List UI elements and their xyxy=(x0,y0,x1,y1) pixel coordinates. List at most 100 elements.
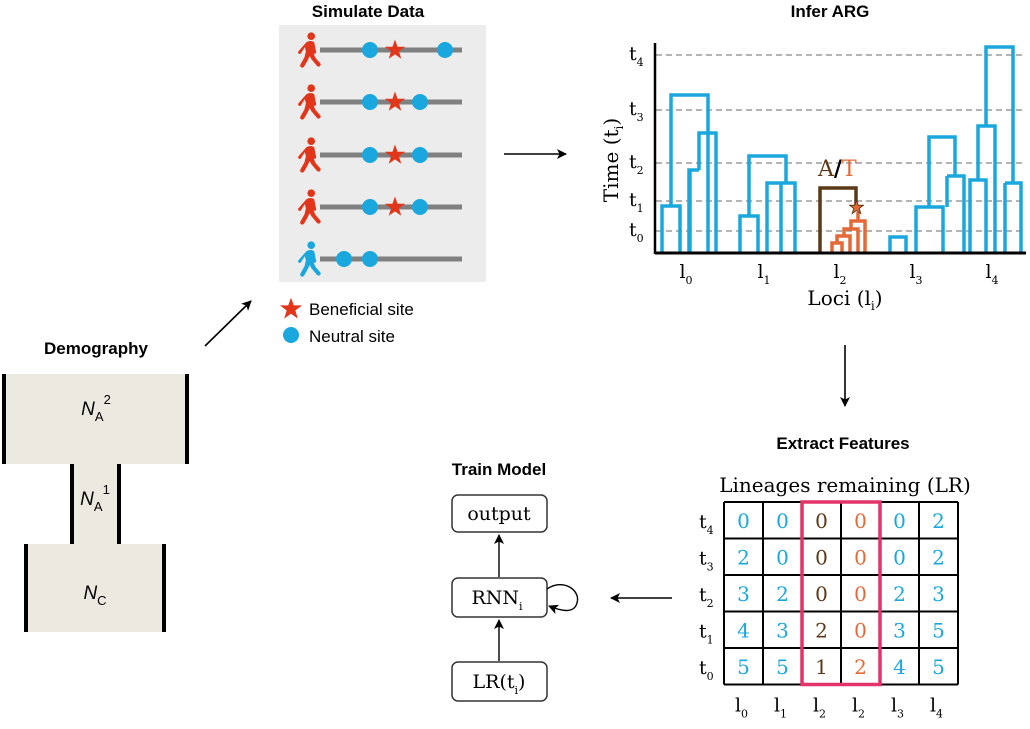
gene-tree-l3 xyxy=(888,135,966,252)
table-cell: 0 xyxy=(815,509,828,533)
table-cell: 3 xyxy=(893,619,906,643)
na2-label: NA2 xyxy=(81,392,111,424)
time-tick-t1: t1 xyxy=(629,189,644,215)
row-label-t4: t4 xyxy=(699,511,714,537)
neutral-site-icon xyxy=(362,147,378,163)
train-title: Train Model xyxy=(452,460,546,479)
neutral-site-icon xyxy=(362,199,378,215)
locus-tick-l2: l2 xyxy=(833,261,846,287)
locus-tick-l3: l3 xyxy=(909,261,922,287)
output-label: output xyxy=(467,503,531,525)
neutral-site-icon xyxy=(412,94,428,110)
extract-title: Extract Features xyxy=(776,434,909,453)
table-cell: 0 xyxy=(854,509,867,533)
table-cell: 0 xyxy=(893,509,906,533)
locus-tick-l0: l0 xyxy=(679,261,692,287)
neutral-site-icon xyxy=(437,42,453,58)
x-axis-label: Loci (li) xyxy=(807,286,882,313)
gene-tree-l0 xyxy=(660,93,718,252)
demography-title: Demography xyxy=(44,339,148,358)
table-cell: 0 xyxy=(854,582,867,606)
infer-panel: Infer ARG A/T t xyxy=(599,2,1026,313)
rnn-node: RNNi xyxy=(451,577,579,618)
neutral-site-icon xyxy=(412,147,428,163)
simulate-panel: Simulate Data Beneficial site Neutral si… xyxy=(279,2,486,346)
train-panel: Train Model output RNNi LR(ti) xyxy=(451,460,579,702)
legend-neutral: Neutral site xyxy=(283,327,395,346)
neutral-site-icon xyxy=(412,199,428,215)
demography-panel: Demography NA2 NA1 NC xyxy=(2,339,189,632)
nc-label: NC xyxy=(83,583,106,608)
table-cell: 2 xyxy=(854,655,867,679)
table-cell: 4 xyxy=(893,655,906,679)
extract-panel: Extract Features Lineages remaining (LR)… xyxy=(699,434,971,721)
column-label-l3: l3 xyxy=(891,695,904,721)
gene-tree-l1 xyxy=(738,154,797,252)
legend-beneficial: Beneficial site xyxy=(279,297,414,319)
neutral-site-icon xyxy=(362,251,378,267)
output-node: output xyxy=(451,494,548,533)
table-cell: 1 xyxy=(815,655,828,679)
column-label-l1: l1 xyxy=(774,695,787,721)
legend-beneficial-label: Beneficial site xyxy=(309,300,414,319)
haplotype-row xyxy=(298,84,462,120)
table-cell: 2 xyxy=(932,509,945,533)
haplotype-row xyxy=(298,241,462,277)
neutral-site-icon xyxy=(362,94,378,110)
lr-input-label: LR(ti) xyxy=(473,671,526,697)
arrow-demography-to-simulate xyxy=(204,300,252,347)
table-cell: 0 xyxy=(776,546,789,570)
time-tick-t0: t0 xyxy=(629,219,644,245)
table-cell: 3 xyxy=(932,582,945,606)
table-cell: 5 xyxy=(737,655,750,679)
loci-tick-labels: l0 l1 l2 l3 l4 xyxy=(679,261,998,287)
neutral-site-icon xyxy=(336,251,352,267)
gene-tree-l2-inner xyxy=(830,212,867,252)
table-cell: 2 xyxy=(776,582,789,606)
table-cell: 5 xyxy=(932,619,945,643)
time-tick-labels: t4 t3 t2 t1 t0 xyxy=(629,43,644,245)
table-cell: 2 xyxy=(932,546,945,570)
table-cell: 4 xyxy=(737,619,750,643)
table-cell: 3 xyxy=(776,619,789,643)
rnn-label: RNNi xyxy=(471,587,523,613)
haplotype-row xyxy=(298,189,462,225)
row-label-t2: t2 xyxy=(699,584,714,610)
table-cell: 0 xyxy=(776,509,789,533)
lr-input-node: LR(ti) xyxy=(451,661,548,702)
table-cell: 3 xyxy=(737,582,750,606)
table-cell: 0 xyxy=(737,509,750,533)
time-tick-t4: t4 xyxy=(629,43,644,69)
column-label-l4: l4 xyxy=(930,695,943,721)
ancestral-population-2: NA2 xyxy=(2,374,189,464)
row-label-t3: t3 xyxy=(699,548,714,574)
locus-tick-l4: l4 xyxy=(985,261,998,287)
time-tick-t3: t3 xyxy=(629,98,644,124)
neutral-site-icon xyxy=(362,42,378,58)
time-tick-t2: t2 xyxy=(629,151,644,177)
focal-locus-highlight xyxy=(800,500,882,687)
infer-title: Infer ARG xyxy=(791,2,870,21)
allele-label: A/T xyxy=(817,156,857,182)
legend-neutral-label: Neutral site xyxy=(309,327,395,346)
locus-tick-l1: l1 xyxy=(757,261,770,287)
table-cell: 0 xyxy=(815,582,828,606)
table-cell: 0 xyxy=(893,546,906,570)
table-cell: 0 xyxy=(854,619,867,643)
row-label-t0: t0 xyxy=(699,657,714,683)
red-star-icon xyxy=(279,297,303,319)
simulate-title: Simulate Data xyxy=(312,2,425,21)
table-cell: 2 xyxy=(815,619,828,643)
ancestral-population-1: NA1 xyxy=(70,464,121,544)
column-label-l2: l2 xyxy=(813,695,826,721)
na1-label: NA1 xyxy=(80,482,110,514)
gene-tree-l2-outer xyxy=(818,186,858,252)
y-axis-label: Time (ti) xyxy=(599,118,626,202)
table-cell: 2 xyxy=(893,582,906,606)
haplotype-row xyxy=(298,32,462,68)
gene-tree-l4 xyxy=(968,45,1023,252)
mutation-star-icon xyxy=(849,200,864,214)
simulated-haplotypes xyxy=(298,32,462,277)
